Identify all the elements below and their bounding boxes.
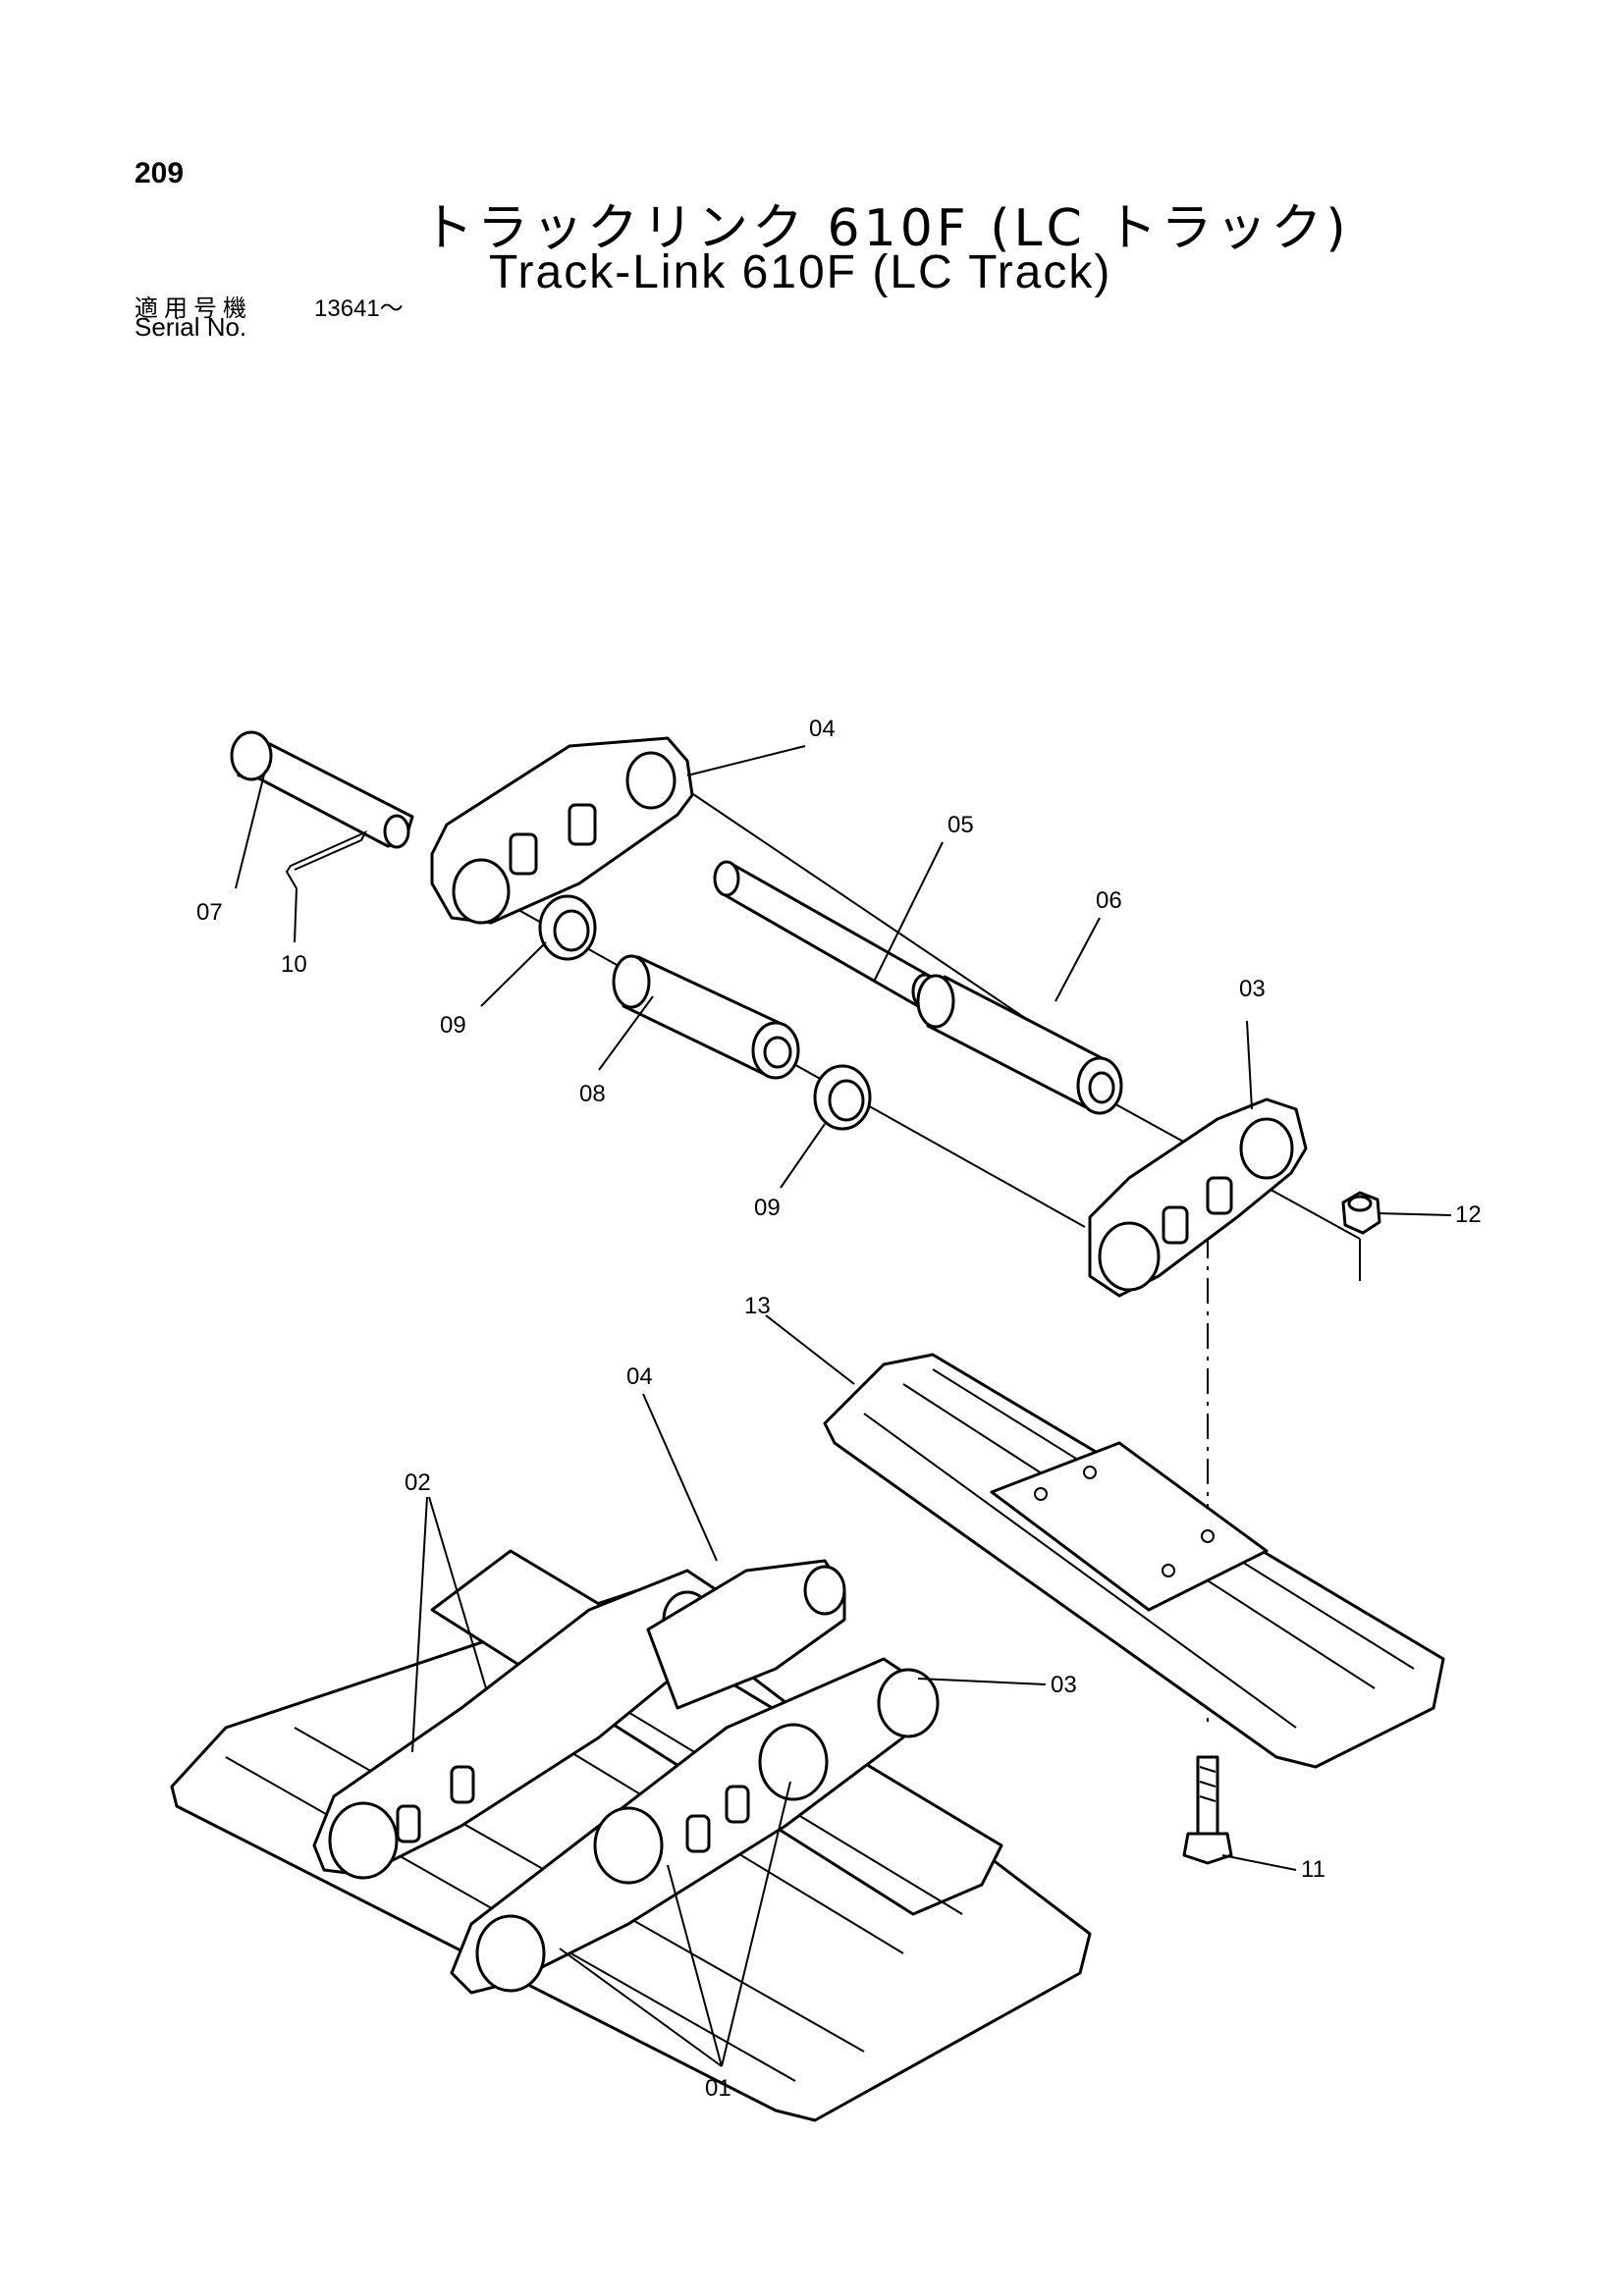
callouts: 04 05 06 03 12 07 10 09 08 09 13 04 02 0… xyxy=(196,716,1482,2102)
callout-03-bottom: 03 xyxy=(1051,1672,1077,1698)
callout-10: 10 xyxy=(281,951,307,978)
callout-04-bottom: 04 xyxy=(626,1363,653,1390)
callout-05: 05 xyxy=(947,812,974,838)
part-09-seal-left xyxy=(538,894,597,961)
part-03-link-top xyxy=(1088,1097,1308,1298)
part-13-track-shoe xyxy=(823,1353,1445,1769)
serial-label-japanese: 適用号機 xyxy=(135,294,252,322)
callout-leaders xyxy=(235,745,1452,2067)
callout-09-right: 09 xyxy=(754,1195,781,1221)
callout-06: 06 xyxy=(1096,887,1122,914)
callout-04-top: 04 xyxy=(809,716,836,742)
callout-07: 07 xyxy=(196,899,223,926)
serial-label-english: Serial No. xyxy=(135,312,247,342)
callout-09-left: 09 xyxy=(440,1012,466,1039)
part-04-link-top xyxy=(430,736,694,925)
assembled-track xyxy=(170,1549,1092,2122)
callout-01: 01 xyxy=(705,2075,731,2102)
part-09-seal-right xyxy=(813,1064,872,1131)
serial-range: 13641～ xyxy=(314,295,404,322)
part-06-bushing xyxy=(916,974,1123,1115)
page-title-english: Track-Link 610F (LC Track) xyxy=(489,246,1112,298)
callout-02: 02 xyxy=(405,1469,431,1496)
callout-12: 12 xyxy=(1455,1201,1482,1228)
part-11-bolt xyxy=(1182,1755,1233,1865)
callout-13: 13 xyxy=(744,1293,771,1319)
part-07-pin xyxy=(230,730,414,849)
callout-03-top: 03 xyxy=(1239,976,1266,1002)
page-number: 209 xyxy=(135,157,185,189)
part-10-cotter-pin xyxy=(285,829,368,889)
callout-11: 11 xyxy=(1301,1856,1325,1883)
part-12-nut xyxy=(1341,1191,1381,1235)
part-08-bushing xyxy=(612,954,800,1080)
callout-08: 08 xyxy=(579,1081,606,1107)
page-title-japanese: トラックリンク 610F (LC トラック) xyxy=(422,199,1350,258)
